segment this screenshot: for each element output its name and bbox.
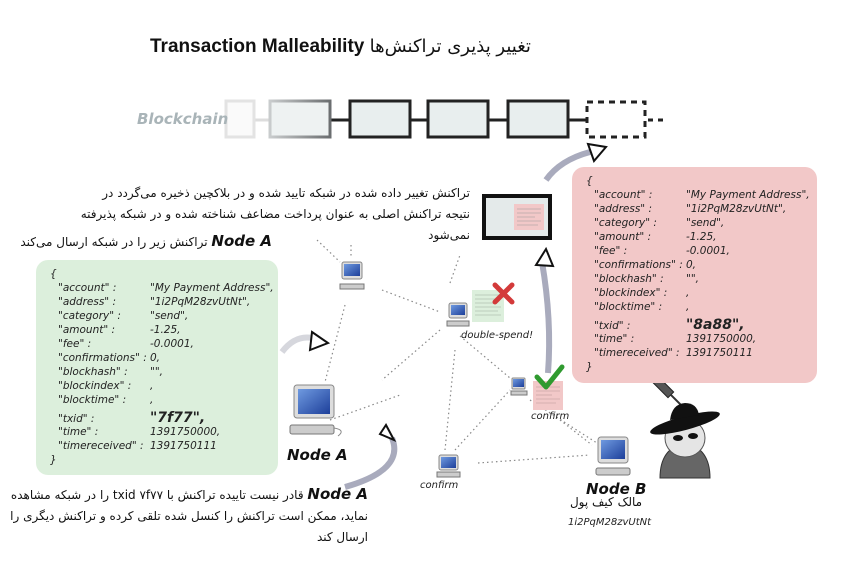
malleated-transaction-card: { "account" :"My Payment Address", "addr… xyxy=(572,167,817,383)
tx-row: "fee" :-0.0001, xyxy=(58,338,194,350)
tx-row: "time" :1391750000, xyxy=(594,333,757,345)
arrow-head xyxy=(308,330,331,352)
tx-row: "blocktime" :, xyxy=(58,394,154,406)
brace-open: { xyxy=(50,268,57,280)
tx-row: "timereceived" :1391750111 xyxy=(58,440,217,452)
tx-row: "blocktime" :, xyxy=(594,301,690,313)
block-2 xyxy=(348,99,412,139)
tx-row: "amount" :-1.25, xyxy=(58,324,181,336)
confirm-label-1: confirm xyxy=(531,411,570,422)
tx-row: "confirmations" :0, xyxy=(594,259,697,271)
reject-x-icon xyxy=(492,282,515,305)
node-a-inline-label: Node A xyxy=(211,232,272,250)
tx-row-txid: "txid" :"7f77", xyxy=(58,410,206,426)
tx-row: "address" :"1i2PqM28zvUtNt", xyxy=(58,296,251,308)
arrow-block-to-chain xyxy=(543,149,591,182)
confirm-label-2: confirm xyxy=(420,480,459,491)
tx-row: "address" :"1i2PqM28zvUtNt", xyxy=(594,203,787,215)
accept-check-icon xyxy=(534,364,565,390)
tx-row: "blockhash" :"", xyxy=(594,273,699,285)
tx-row: "blockindex" :, xyxy=(594,287,690,299)
double-spend-label: double-spend! xyxy=(461,330,534,341)
tx-row: "time" :1391750000, xyxy=(58,426,221,438)
node-a-cannot-note: Node A قادر نیست تاییده تراکنش با txid ۷… xyxy=(8,484,368,548)
computer-icon-double-spend xyxy=(446,302,470,327)
tx-row: "blockhash" :"", xyxy=(58,366,163,378)
title-english: Transaction Malleability xyxy=(150,36,365,57)
computer-icon-top xyxy=(339,261,365,290)
block-pending xyxy=(585,100,647,139)
arrow-head xyxy=(378,423,397,443)
computer-icon-confirm-1 xyxy=(510,377,528,396)
node-b-address: 1i2PqM28zvUtNt xyxy=(568,517,652,528)
block-0 xyxy=(224,99,256,139)
blockchain-label: Blockchain xyxy=(137,110,229,128)
node-a-cannot-text: قادر نیست تاییده تراکنش با txid ۷f۷۷ را … xyxy=(10,488,368,544)
tx-row: "fee" :-0.0001, xyxy=(594,245,730,257)
tx-row: "confirmations" :0, xyxy=(58,352,161,364)
arrow-to-node-a-curve xyxy=(279,334,313,354)
computer-icon-node-a xyxy=(289,384,342,437)
brace-open: { xyxy=(586,175,593,187)
computer-icon-confirm-2 xyxy=(436,454,461,478)
arrow-back-to-node-a xyxy=(344,436,398,490)
tx-row: "timereceived" :1391750111 xyxy=(594,347,753,359)
attacker-spy-icon xyxy=(650,403,720,479)
tx-row: "account" :"My Payment Address", xyxy=(594,189,810,201)
node-b-label: Node B xyxy=(586,480,647,498)
malleated-confirmed-note: تراکنش تغییر داده شده در شبکه تایید شده … xyxy=(80,186,470,242)
node-a-sends-text: تراکنش زیر را در شبکه ارسال می‌کند xyxy=(20,235,208,249)
mini-tx-lines xyxy=(536,386,560,404)
mini-tx-lines xyxy=(517,208,541,226)
block-1 xyxy=(268,99,332,139)
node-a-sends-note: Node A تراکنش زیر را در شبکه ارسال می‌کن… xyxy=(10,231,272,253)
original-transaction-card: { "account" :"My Payment Address", "addr… xyxy=(36,260,278,475)
block-4 xyxy=(506,99,570,139)
node-a-inline-label: Node A xyxy=(307,485,368,503)
tx-row: "amount" :-1.25, xyxy=(594,231,717,243)
arrow-head xyxy=(586,142,608,163)
arrow-confirm-to-block xyxy=(539,261,553,374)
mini-tx-lines xyxy=(475,294,501,316)
diagram-title: Transaction Malleability تغییر پذیری ترا… xyxy=(150,36,590,58)
computer-icon-node-b xyxy=(595,436,631,476)
arrow-head xyxy=(534,246,555,268)
tx-row-txid: "txid" :"8a88", xyxy=(594,317,745,333)
brace-close: } xyxy=(586,361,593,373)
node-a-label: Node A xyxy=(287,446,348,464)
brace-close: } xyxy=(50,454,57,466)
tx-row: "category" :"send", xyxy=(594,217,725,229)
tx-row: "category" :"send", xyxy=(58,310,189,322)
tx-row: "blockindex" :, xyxy=(58,380,154,392)
tx-row: "account" :"My Payment Address", xyxy=(58,282,274,294)
node-b-role: مالک کیف پول xyxy=(569,495,643,509)
title-persian: تغییر پذیری تراکنش‌ها xyxy=(369,36,531,57)
block-3 xyxy=(426,99,490,139)
